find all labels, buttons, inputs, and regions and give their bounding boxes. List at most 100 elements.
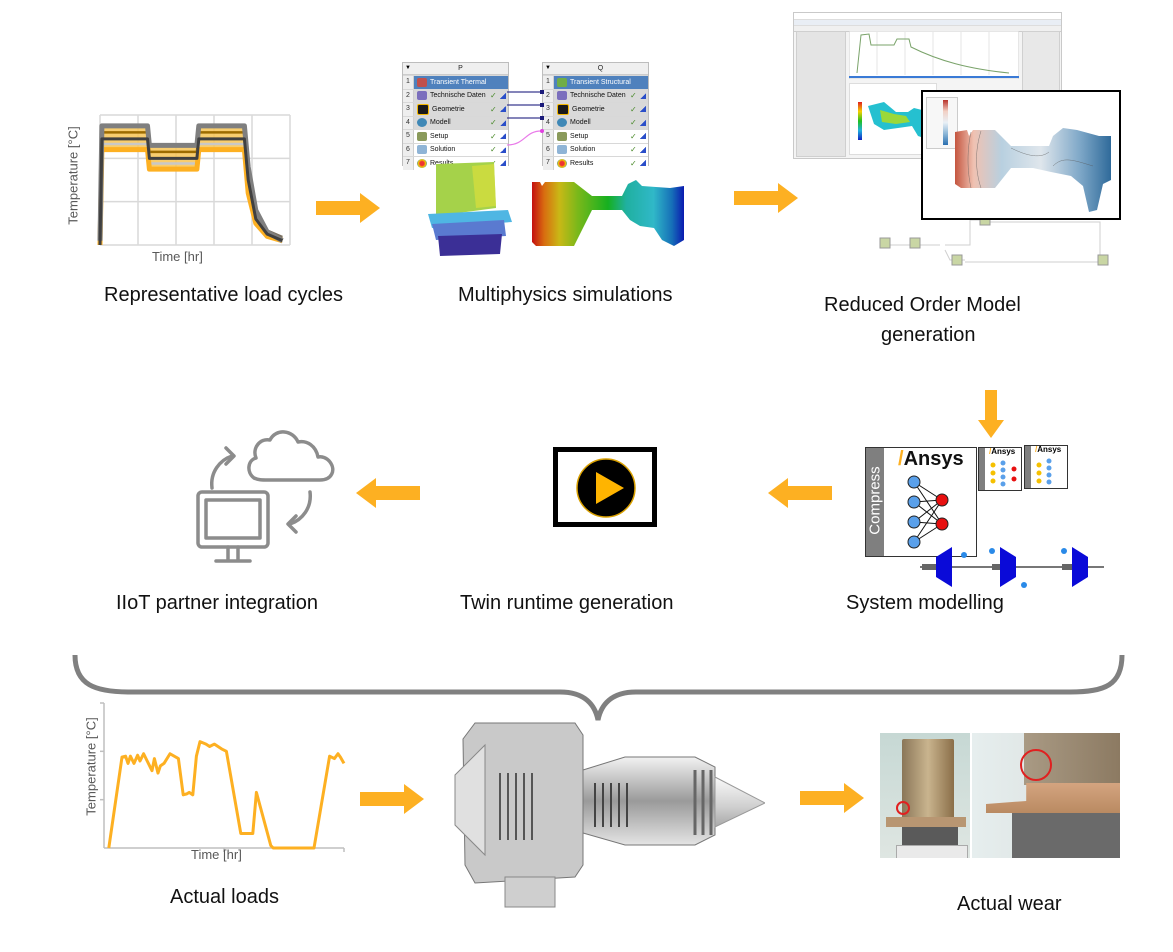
corner-icon [640, 119, 646, 126]
row-number: 3 [543, 103, 554, 116]
ansys-logo: /Ansys [898, 448, 964, 471]
series-upper-envelope [97, 123, 284, 243]
row-number: 1 [403, 76, 414, 89]
thermal-icon [417, 77, 427, 87]
rom-zoom-inset [921, 90, 1121, 220]
row-number: 5 [403, 130, 414, 143]
series-temperature [107, 740, 346, 850]
model-icon [557, 118, 567, 128]
workbench-system-q[interactable]: ▼ Q 1 Transient Structural 2 Technische Dat… [542, 62, 649, 170]
compress-rom-block: Compress /Ansys [865, 447, 977, 557]
grouping-brace [72, 654, 1125, 721]
row-number: 2 [403, 89, 414, 102]
system-link-lines [506, 90, 544, 146]
row-label: Technische Daten [430, 92, 486, 100]
solution-icon [417, 145, 427, 155]
actual-loads-plot [100, 702, 346, 852]
check-icon: ✓ [630, 91, 637, 101]
engineering-data-icon [557, 91, 567, 101]
solution-icon [557, 145, 567, 155]
workbench-row[interactable]: 6 Solution ✓ [543, 142, 648, 156]
disk-section-structural-result [532, 180, 684, 246]
geometry-icon [557, 103, 569, 115]
check-icon: ✓ [490, 145, 497, 155]
blade-platform [886, 817, 966, 827]
row-label: Technische Daten [570, 92, 626, 100]
system-column-label: Q [597, 65, 604, 72]
turbofan-engine-cutaway [454, 722, 765, 908]
rom-disk-result [868, 102, 930, 140]
flow-arrow-down [978, 390, 1004, 438]
corner-icon [500, 133, 506, 140]
row-number: 3 [403, 103, 414, 116]
row-number: 4 [403, 116, 414, 129]
row-number: 2 [543, 89, 554, 102]
row-number: 6 [543, 143, 554, 156]
corner-icon [500, 119, 506, 126]
corner-icon [500, 146, 506, 153]
workbench-row[interactable]: 2 Technische Daten ✓ [543, 88, 648, 102]
check-icon: ✓ [630, 158, 637, 168]
step-label-rom-generation-line1: Reduced Order Model [824, 294, 1021, 316]
row-number: 1 [543, 76, 554, 89]
neural-network-small-icon [1036, 458, 1052, 485]
chart1-ylabel: Temperature [°C] [65, 126, 81, 225]
check-icon: ✓ [630, 104, 637, 114]
model-icon [417, 118, 427, 128]
row-label: Transient Thermal [430, 78, 487, 86]
row-label: Solution [570, 146, 596, 154]
check-icon: ✓ [490, 118, 497, 128]
ansys-logo-text: Ansys [903, 448, 964, 470]
blade-root [902, 827, 958, 845]
check-icon: ✓ [630, 145, 637, 155]
actual-wear-photo-2 [972, 733, 1120, 858]
step-label-iiot-partner-integration: IIoT partner integration [116, 592, 318, 614]
flow-arrow-right-4 [800, 783, 864, 813]
corner-icon [640, 106, 646, 113]
cloud-sync-computer-icon [196, 430, 335, 563]
results-icon [557, 158, 567, 168]
representative-load-cycles-plot [97, 114, 291, 246]
compress-side-bar [866, 448, 884, 556]
sync-arrow-down-icon [288, 490, 312, 526]
flow-arrow-right-3 [360, 784, 424, 814]
ansys-logo-slash: / [898, 448, 904, 470]
play-icon[interactable] [575, 457, 637, 519]
representative-load-cycles-chart: Temperature [°C] Time [hr] [60, 110, 300, 270]
ansys-logo-small: /Ansys [1035, 445, 1062, 454]
neural-network-small-icon [990, 460, 1017, 487]
chart2-xlabel: Time [hr] [191, 847, 242, 862]
row-label: Results [430, 159, 454, 167]
row-label: Results [570, 159, 594, 167]
structural-icon [557, 77, 567, 87]
row-label: Transient Structural [570, 78, 631, 86]
left-sidebar [796, 31, 846, 157]
series-mean-cycle [98, 137, 283, 246]
collapse-caret-icon[interactable]: ▼ [545, 65, 551, 71]
workbench-row[interactable]: 1 Transient Thermal [403, 75, 508, 89]
twin-runtime-play-box[interactable] [553, 447, 657, 527]
window-toolbar [794, 20, 1061, 26]
rom-curve-plot [849, 31, 1019, 79]
collapse-caret-icon[interactable]: ▼ [405, 65, 411, 71]
row-label: Geometrie [432, 105, 465, 113]
step-label-twin-runtime-generation: Twin runtime generation [460, 592, 674, 614]
inset-colorbar [943, 100, 948, 145]
setup-icon [417, 131, 427, 141]
rom-block-sidebar [1025, 446, 1031, 488]
workbench-row[interactable]: 1 Transient Structural [543, 75, 648, 89]
results-icon [417, 158, 427, 168]
ruler [896, 845, 968, 858]
rom-block-sidebar [979, 448, 985, 490]
inset-disk-contour [955, 128, 1111, 212]
